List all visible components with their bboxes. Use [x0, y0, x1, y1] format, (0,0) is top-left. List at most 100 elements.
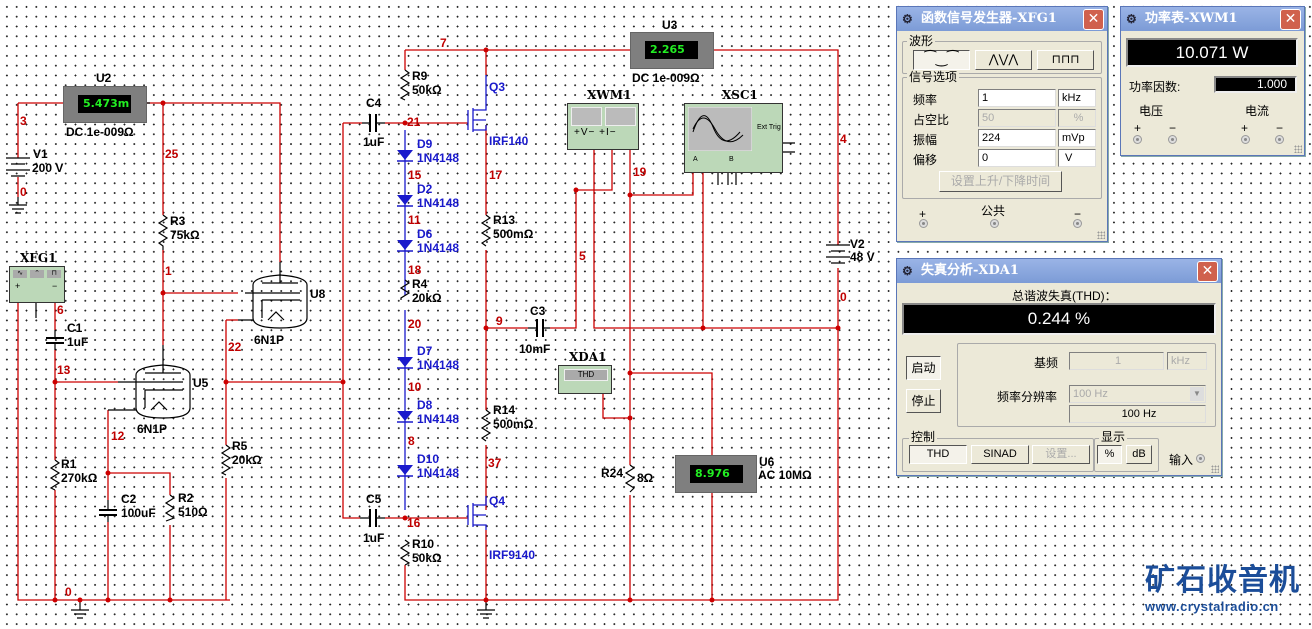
wattmeter-xwm1[interactable]: +V− +I−	[567, 103, 639, 150]
common-terminal[interactable]	[990, 219, 999, 228]
power-factor-display: 1.000	[1214, 76, 1297, 93]
close-button[interactable]: ✕	[1197, 261, 1218, 282]
function-generator-xfg1[interactable]: ∿ ⌃ ⊓ + −	[9, 266, 65, 303]
watermark: 矿石收音机 www.crystalradio.cn	[1145, 563, 1300, 615]
node-label: 25	[165, 147, 179, 161]
stop-button[interactable]: 停止	[906, 389, 941, 413]
resistor-r13-icon	[480, 214, 492, 247]
fg-title-bar[interactable]: ⚙ 函数信号发生器-XFG1 ✕	[897, 7, 1107, 31]
resistor-r1-icon	[49, 459, 61, 491]
wire	[404, 49, 630, 70]
r9-value: 50kΩ	[412, 83, 442, 97]
amplitude-unit[interactable]: mVp	[1058, 129, 1096, 147]
wire	[404, 49, 839, 601]
db-button[interactable]: dB	[1126, 445, 1152, 464]
c2-ref: C2	[121, 492, 137, 506]
current-label: 电流	[1245, 104, 1270, 118]
node-label: 0	[20, 185, 27, 199]
app-logo-icon: ⚙	[902, 12, 913, 26]
diode-d10-icon	[397, 465, 413, 475]
resolution-display: 100 Hz	[1069, 405, 1206, 423]
oscilloscope-xsc1[interactable]: Ext Trig A B	[684, 103, 783, 173]
r1-ref: R1	[61, 457, 77, 471]
xsc1-ref: XSC1	[722, 88, 758, 102]
sinad-button[interactable]: SINAD	[971, 445, 1029, 464]
close-button[interactable]: ✕	[1083, 9, 1104, 30]
c4-value: 1uF	[363, 135, 385, 149]
u2-mode: DC 1e-009Ω	[66, 125, 134, 139]
current-minus-terminal[interactable]	[1275, 135, 1284, 144]
minus-terminal[interactable]	[1073, 219, 1082, 228]
resolution-select: 100 Hz ▼	[1069, 385, 1206, 403]
battery-v1-icon	[6, 157, 30, 177]
rise-fall-time-button[interactable]: 设置上升/下降时间	[939, 171, 1062, 192]
sine-wave-button[interactable]: ⁀‿⁀	[913, 50, 970, 70]
voltage-minus-terminal[interactable]	[1168, 135, 1177, 144]
fg-title: 函数信号发生器-XFG1	[921, 11, 1057, 26]
resize-grip[interactable]	[1211, 465, 1219, 473]
thd-button[interactable]: THD	[909, 445, 967, 464]
d7-value: 1N4148	[417, 358, 460, 372]
start-button[interactable]: 启动	[906, 356, 941, 380]
xwm1-ref: XWM1	[587, 88, 632, 102]
diode-symbols	[397, 150, 413, 475]
percent-button[interactable]: %	[1097, 445, 1122, 464]
amplitude-input[interactable]: 224	[978, 129, 1056, 147]
current-plus-terminal[interactable]	[1241, 135, 1250, 144]
multimeter-u6[interactable]: 8.976	[675, 455, 757, 493]
xda1-display: THD	[564, 369, 608, 381]
u3-mode: DC 1e-009Ω	[632, 71, 700, 85]
wm-title: 功率表-XWM1	[1145, 11, 1238, 26]
close-button[interactable]: ✕	[1280, 9, 1301, 30]
square-wave-button[interactable]: ⊓⊓⊓	[1037, 50, 1094, 70]
q3-ref: Q3	[489, 80, 506, 94]
d9-value: 1N4148	[417, 151, 460, 165]
chevron-down-icon: ▼	[1190, 387, 1204, 401]
node-label: 12	[111, 429, 125, 443]
distortion-analyzer-xda1[interactable]: THD	[558, 365, 612, 394]
c5-ref: C5	[366, 492, 382, 506]
settings-button[interactable]: 设置...	[1032, 445, 1090, 464]
wm-title-bar[interactable]: ⚙ 功率表-XWM1 ✕	[1121, 7, 1304, 31]
resolution-select-value: 100 Hz	[1073, 388, 1108, 400]
node-label: 0	[840, 290, 847, 304]
resistor-r5-icon	[220, 444, 232, 476]
triangle-wave-button[interactable]: ⋀⋁⋀	[975, 50, 1032, 70]
node-label: 6	[57, 303, 64, 317]
resistor-r2-icon	[164, 494, 176, 522]
q4-value: IRF9140	[489, 548, 536, 562]
capacitor-c2-icon	[99, 509, 117, 516]
voltage-plus-terminal[interactable]	[1133, 135, 1142, 144]
diode-d2-icon	[397, 195, 413, 205]
plus-terminal[interactable]	[919, 219, 928, 228]
wire	[630, 372, 713, 600]
diode-d9-icon	[397, 150, 413, 160]
r13-value: 500mΩ	[493, 227, 534, 241]
multimeter-u3[interactable]: 2.265	[630, 32, 714, 69]
capacitor-c3-icon	[536, 319, 544, 337]
diode-d8-icon	[397, 411, 413, 421]
diode-bars	[397, 160, 413, 477]
resize-grip[interactable]	[1294, 145, 1302, 153]
triangle-icon: ⌃	[30, 270, 44, 278]
node-label: 20	[408, 317, 422, 331]
da-title-bar[interactable]: ⚙ 失真分析-XDA1 ✕	[897, 259, 1221, 283]
resistor-r9-icon	[399, 69, 411, 101]
function-generator-window: ⚙ 函数信号发生器-XFG1 ✕ 波形 ⁀‿⁀ ⋀⋁⋀ ⊓⊓⊓ 信号选项 频率 …	[896, 6, 1108, 242]
node-label: 18	[408, 263, 422, 277]
resize-grip[interactable]	[1097, 231, 1105, 239]
input-terminal[interactable]	[1196, 454, 1205, 463]
offset-unit[interactable]: V	[1058, 149, 1096, 167]
resistor-r4-icon	[399, 279, 411, 300]
capacitor-c1-icon	[46, 337, 64, 344]
frequency-input[interactable]: 1	[978, 89, 1056, 107]
watermark-title: 矿石收音机	[1145, 563, 1300, 598]
u8-value: 6N1P	[254, 333, 285, 347]
d2-ref: D2	[417, 182, 433, 196]
offset-input[interactable]: 0	[978, 149, 1056, 167]
r5-ref: R5	[232, 439, 248, 453]
u2-reading: 5.473m	[78, 95, 131, 113]
multimeter-u2[interactable]: 5.473m	[63, 86, 147, 123]
frequency-unit[interactable]: kHz	[1058, 89, 1096, 107]
duty-cycle-input: 50	[978, 109, 1056, 127]
